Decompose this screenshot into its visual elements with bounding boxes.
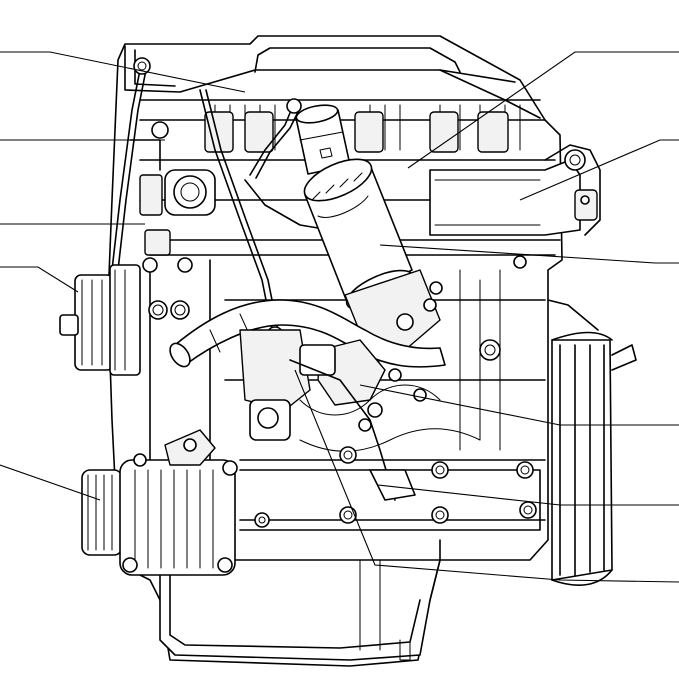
leader-line-R2 [519,139,679,201]
right-bracket [429,144,601,236]
leader-line-L4 [0,266,79,293]
leader-line-R3 [379,244,679,264]
leader-line-R5 [377,484,679,506]
ac-compressor [81,429,238,576]
center-housing [239,329,416,501]
leader-line-R1 [407,51,679,169]
leader-lines [0,51,679,583]
leader-line-L1 [0,51,246,93]
upper-filter [295,104,351,175]
crank-pulley [547,299,637,586]
leader-line-R4 [359,384,679,426]
oil-filter [303,158,441,382]
alternator-pulley [59,264,141,376]
leader-line-R6 [294,369,679,583]
leader-line-L5 [0,464,101,501]
